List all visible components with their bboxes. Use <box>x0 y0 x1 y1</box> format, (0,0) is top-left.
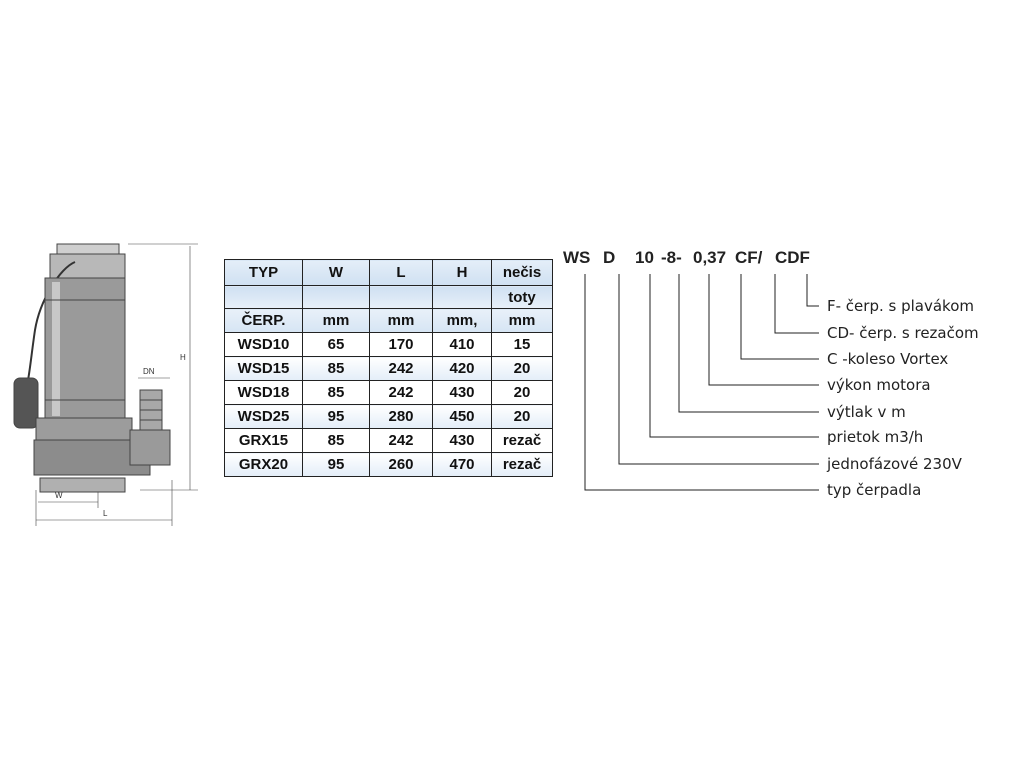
leader-line <box>806 274 819 307</box>
pump-volute <box>35 417 133 441</box>
header-cell: mm <box>302 308 370 333</box>
header-cell: W <box>302 259 370 286</box>
table-cell: rezač <box>491 452 553 477</box>
table-cell: 242 <box>369 428 433 453</box>
table-cell: WSD18 <box>224 380 303 405</box>
leader-line <box>649 274 819 438</box>
table-header-top: TYP W L H nečis <box>224 259 553 286</box>
header-cell: TYP <box>224 259 303 286</box>
table-cell: 85 <box>302 380 370 405</box>
header-cell <box>369 285 433 309</box>
leader-lines <box>584 274 819 491</box>
table-cell: 20 <box>491 404 553 429</box>
table-cell: 260 <box>369 452 433 477</box>
dim-dn-label: DN <box>143 367 155 376</box>
legend-item: CD- čerp. s rezačom <box>827 324 979 342</box>
table-cell: WSD10 <box>224 332 303 357</box>
leader-line <box>584 274 819 491</box>
table-cell: 410 <box>432 332 492 357</box>
leader-line <box>774 274 819 334</box>
legend-item: typ čerpadla <box>827 481 921 499</box>
table-cell: 242 <box>369 380 433 405</box>
table-cell: rezač <box>491 428 553 453</box>
pump-head <box>49 253 126 279</box>
table-cell: 450 <box>432 404 492 429</box>
header-cell <box>224 285 303 309</box>
pump-cable <box>27 261 76 381</box>
legend-item: jednofázové 230V <box>826 455 963 473</box>
dim-w-label: W <box>55 491 63 500</box>
table-cell: 95 <box>302 404 370 429</box>
table-cell: GRX15 <box>224 428 303 453</box>
table-cell: 420 <box>432 356 492 381</box>
table-header-mid: toty <box>224 285 553 309</box>
header-cell: mm <box>491 308 553 333</box>
table-cell: GRX20 <box>224 452 303 477</box>
legend-item: výkon motora <box>827 376 931 394</box>
float-switch <box>13 377 39 429</box>
table-cell: 470 <box>432 452 492 477</box>
table-header-bottom: ČERP. mm mm mm, mm <box>224 308 553 333</box>
leader-line <box>678 274 819 413</box>
header-cell: nečis <box>491 259 553 286</box>
header-cell: H <box>432 259 492 286</box>
header-cell: toty <box>491 285 553 309</box>
table-cell: 242 <box>369 356 433 381</box>
discharge-outlet <box>139 389 163 435</box>
table-cell: 85 <box>302 428 370 453</box>
leader-line <box>618 274 819 465</box>
leader-line <box>708 274 819 386</box>
table-cell: 430 <box>432 380 492 405</box>
header-cell: mm <box>369 308 433 333</box>
header-cell <box>302 285 370 309</box>
code-segment: D <box>603 248 615 267</box>
legend-item: výtlak v m <box>827 403 906 421</box>
table-cell: 430 <box>432 428 492 453</box>
header-cell: ČERP. <box>224 308 303 333</box>
model-code-diagram: WS D 10 -8- 0,37 CF/CDF F- čerp. s plavákomCD… <box>563 248 979 499</box>
code-segment: -8- <box>661 248 682 267</box>
dim-h-label: H <box>180 353 186 362</box>
code-segment: CDF <box>775 248 810 267</box>
table-cell: 20 <box>491 356 553 381</box>
code-segment: CF/ <box>735 248 763 267</box>
code-segment: 0,37 <box>693 248 726 267</box>
table-cell: 65 <box>302 332 370 357</box>
model-code: WS D 10 -8- 0,37 CF/CDF <box>563 248 810 267</box>
legend-item: C -koleso Vortex <box>827 350 948 368</box>
table-cell: 95 <box>302 452 370 477</box>
table-cell: WSD25 <box>224 404 303 429</box>
legend-item: prietok m3/h <box>827 428 923 446</box>
code-segment: 10 <box>635 248 654 267</box>
table-cell: 170 <box>369 332 433 357</box>
code-segment: WS <box>563 248 590 267</box>
table-cell: 280 <box>369 404 433 429</box>
spec-table: TYP W L H nečis toty ČERP. mm mm mm, mm … <box>224 259 553 477</box>
table-cell: WSD15 <box>224 356 303 381</box>
header-cell: L <box>369 259 433 286</box>
table-cell: 20 <box>491 380 553 405</box>
table-cell: 15 <box>491 332 553 357</box>
pump-drawing: H DN W L <box>13 243 198 526</box>
header-cell: mm, <box>432 308 492 333</box>
legend-item: F- čerp. s plavákom <box>827 297 974 315</box>
table-cell: 85 <box>302 356 370 381</box>
header-cell <box>432 285 492 309</box>
leader-line <box>740 274 819 360</box>
pump-top-cap <box>56 243 120 255</box>
dim-l-label: L <box>103 509 108 518</box>
